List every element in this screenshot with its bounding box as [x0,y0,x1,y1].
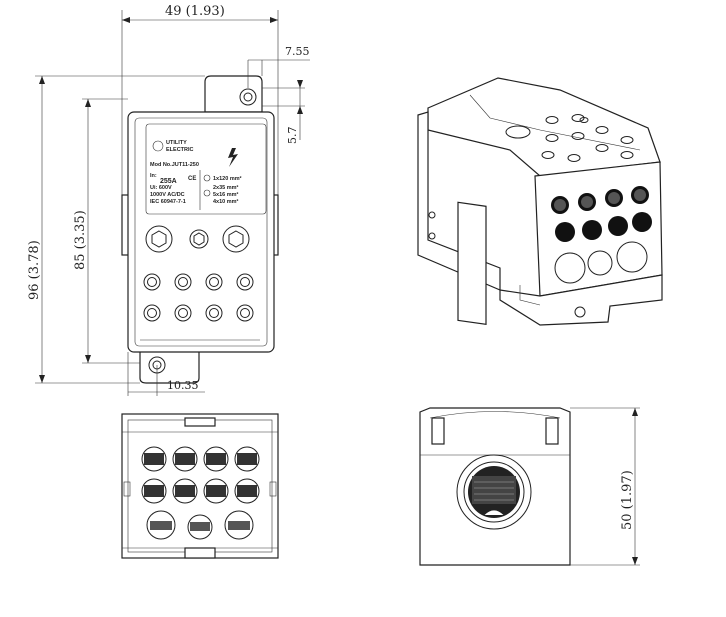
brand-logo-icon [152,140,164,152]
iso-terminal-holes [551,186,652,284]
brand-line1: UTILITY [166,140,187,146]
ui-text: Ui: 600V [150,185,172,191]
top-view-holes [141,446,260,540]
dim-height-body: 85 (3.35) [73,210,88,270]
cable-4-text: 4x10 mm² [213,198,239,205]
dim-10-35: 10.35 [167,379,199,392]
top-view [121,413,279,559]
side-dimensions: 50 (1.97) [570,407,640,566]
cable-2-text: 2x35 mm² [213,184,239,191]
side-terminal-hole [456,454,532,530]
dim-height-side: 50 (1.97) [620,470,635,530]
small-terminal-screws [143,273,254,322]
large-terminal-screws [145,225,250,253]
dim-5-7: 5.7 [286,127,299,145]
front-dimensions: 49 (1.93) 96 (3.78) 85 (3.35) 7.55 5.7 1… [27,4,310,396]
isometric-view [417,77,663,326]
voltage-text: 1000V AC/DC [150,192,185,198]
front-view: UTILITY ELECTRIC Mod No.JUT11-250 In: 25… [121,75,279,384]
standard-text: IEC 60947-7-1 [150,199,186,205]
dim-height-total: 96 (3.78) [27,240,42,300]
cable-1-text: 1x120 mm² [213,175,242,182]
model-text: Mod No.JUT11-250 [150,162,199,168]
side-view [419,407,571,566]
dim-7-55: 7.55 [285,45,310,58]
in-label: In: [150,173,157,179]
cable-3-text: 5x16 mm² [213,191,239,198]
lightning-icon [228,148,238,167]
current-text: 255A [160,178,177,185]
ce-mark-icon: CE [188,176,196,182]
brand-line2: ELECTRIC [166,147,194,153]
dim-width-top: 49 (1.93) [165,4,225,19]
